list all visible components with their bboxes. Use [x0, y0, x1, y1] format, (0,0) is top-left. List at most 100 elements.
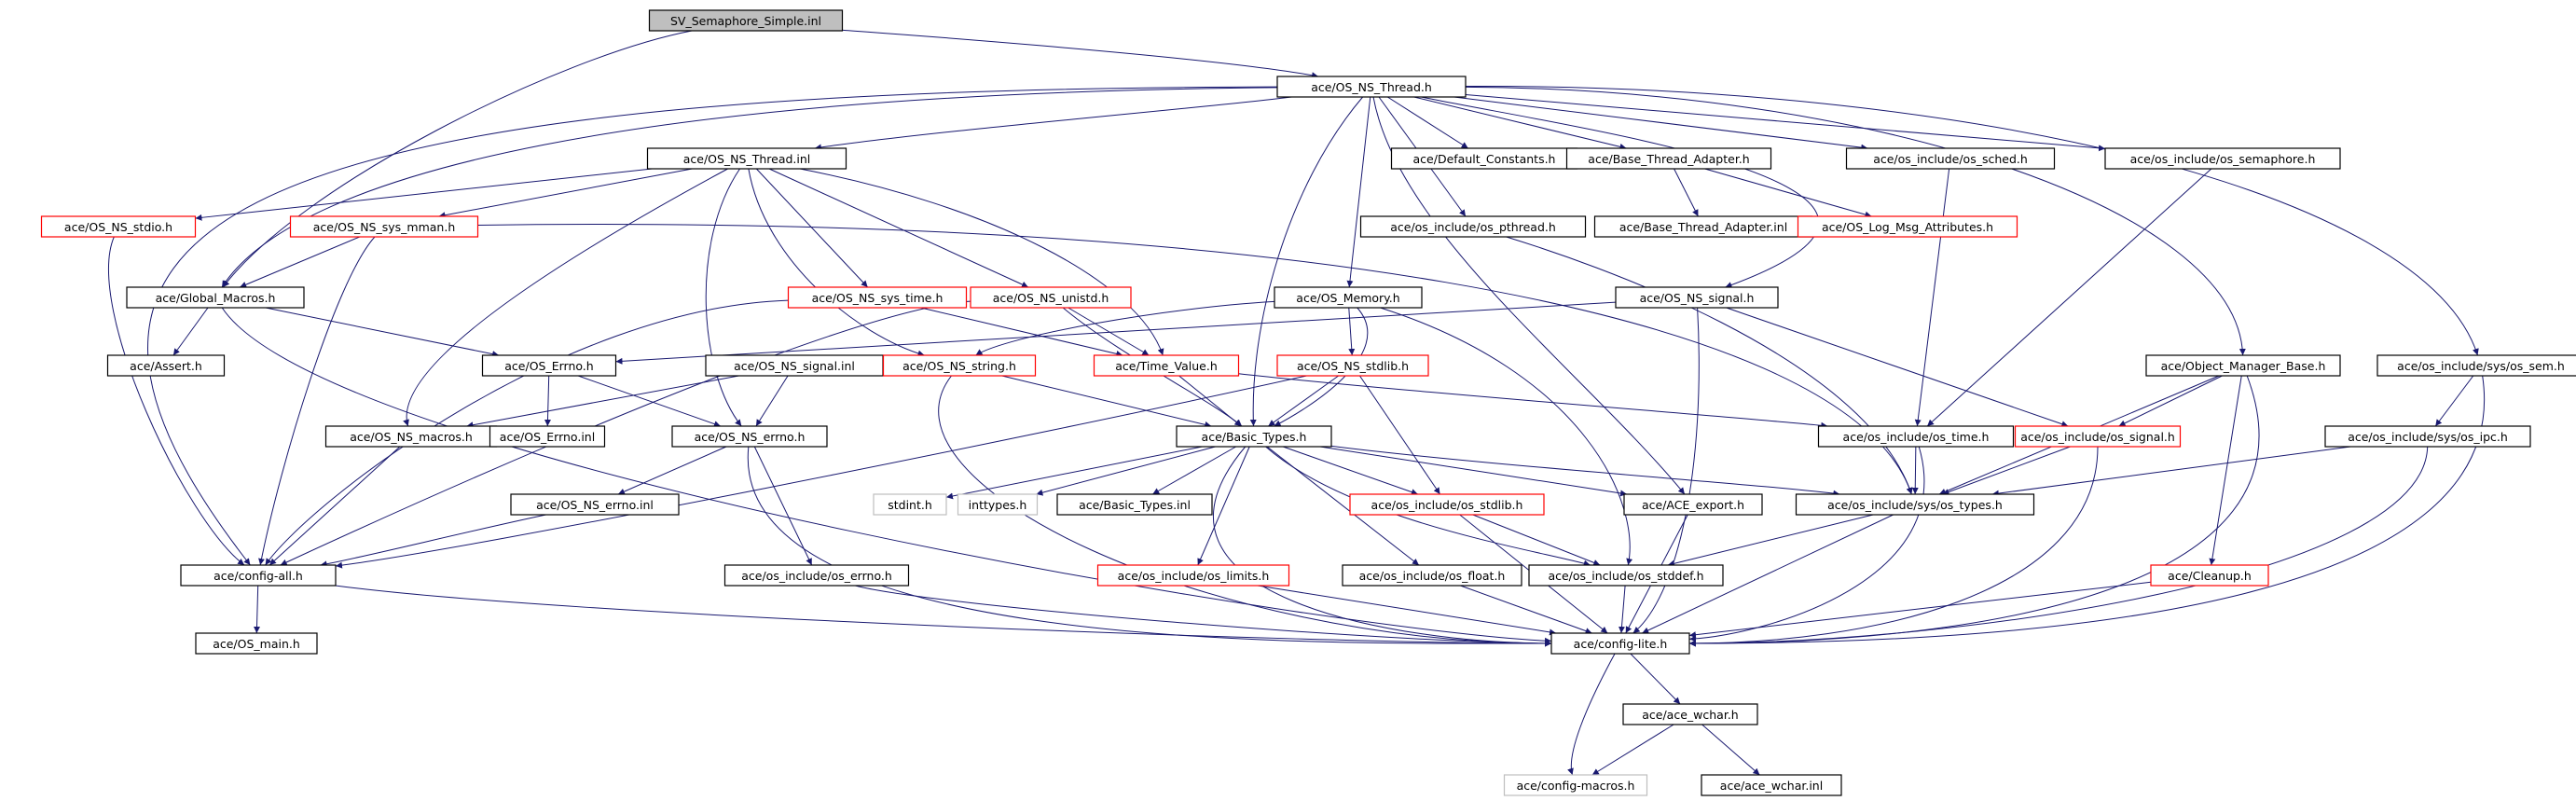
node-default_constants[interactable]: ace/Default_Constants.h [1390, 147, 1578, 170]
edge-time_value-to-basic_types_h [1178, 375, 1242, 427]
node-os_stddef[interactable]: ace/os_include/os_stddef.h [1528, 564, 1724, 587]
node-time_value[interactable]: ace/Time_Value.h [1093, 354, 1240, 377]
node-basic_types_inl[interactable]: ace/Basic_Types.inl [1056, 493, 1213, 516]
edge-thread_inl-to-ns_sys_time [755, 168, 869, 288]
edge-ns_signal_h-to-config_lite [1632, 307, 1700, 634]
node-sys_os_ipc[interactable]: ace/os_include/sys/os_ipc.h [2324, 425, 2531, 448]
edge-ns_sys_mman-to-global_macros [240, 236, 360, 288]
edge-os_memory-to-ns_stdlib [1348, 307, 1356, 356]
node-ace_export[interactable]: ace/ACE_export.h [1623, 493, 1763, 516]
node-os_time[interactable]: ace/os_include/os_time.h [1817, 425, 2015, 448]
node-log_msg_attributes[interactable]: ace/OS_Log_Msg_Attributes.h [1797, 215, 2018, 238]
node-ns_sys_time[interactable]: ace/OS_NS_sys_time.h [787, 286, 968, 309]
node-box-time_value [1093, 354, 1240, 377]
node-base_thread_adapter[interactable]: ace/Base_Thread_Adapter.h [1565, 147, 1772, 170]
node-label-sys_os_ipc: ace/os_include/sys/os_ipc.h [2348, 430, 2508, 444]
node-config_all[interactable]: ace/config-all.h [180, 564, 337, 587]
node-ns_stdio[interactable]: ace/OS_NS_stdio.h [40, 215, 197, 238]
node-label-thread_inl: ace/OS_NS_Thread.inl [683, 152, 811, 166]
node-label-sys_os_sem: ace/os_include/sys/os_sem.h [2397, 359, 2565, 373]
edge-thread_h-to-thread_inl [814, 96, 1292, 151]
edge-ns_macros-to-config_all [269, 446, 401, 566]
edge-ns_sys_time-to-time_value [920, 307, 1123, 357]
node-box-ns_sys_time [787, 286, 968, 309]
node-label-ns_sys_mman: ace/OS_NS_sys_mman.h [313, 220, 456, 234]
node-config_lite[interactable]: ace/config-lite.h [1550, 632, 1690, 655]
node-box-sys_os_sem [2376, 354, 2576, 377]
node-label-os_memory: ace/OS_Memory.h [1296, 291, 1399, 305]
node-sys_os_types[interactable]: ace/os_include/sys/os_types.h [1795, 493, 2035, 516]
node-label-cleanup: ace/Cleanup.h [2168, 569, 2252, 583]
node-os_signal[interactable]: ace/os_include/os_signal.h [2014, 425, 2182, 448]
node-box-os_memory [1274, 286, 1423, 309]
node-label-os_pthread: ace/os_include/os_pthread.h [1390, 220, 1556, 234]
node-ns_errno_inl[interactable]: ace/OS_NS_errno.inl [510, 493, 680, 516]
node-ns_signal_h[interactable]: ace/OS_NS_signal.h [1615, 286, 1779, 309]
node-box-ns_errno_inl [510, 493, 680, 516]
edge-os_semaphore-to-os_time [1926, 168, 2212, 427]
node-assert_h[interactable]: ace/Assert.h [106, 354, 226, 377]
node-ns_string[interactable]: ace/OS_NS_string.h [882, 354, 1037, 377]
node-os_main[interactable]: ace/OS_main.h [195, 632, 318, 655]
node-ns_unistd[interactable]: ace/OS_NS_unistd.h [970, 286, 1132, 309]
node-ns_signal_inl[interactable]: ace/OS_NS_signal.inl [705, 354, 884, 377]
edge-thread_h-to-ns_signal_h [1421, 96, 1820, 288]
edge-time_value-to-os_time [1238, 373, 1828, 429]
node-thread_inl[interactable]: ace/OS_NS_Thread.inl [646, 147, 847, 170]
edge-os_float-to-config_lite [1460, 585, 1592, 634]
node-box-basic_types_inl [1056, 493, 1213, 516]
node-config_macros: ace/config-macros.h [1503, 774, 1648, 796]
node-os_errno_inl[interactable]: ace/OS_Errno.inl [489, 425, 606, 448]
node-ns_errno_h[interactable]: ace/OS_NS_errno.h [671, 425, 828, 448]
node-label-global_macros: ace/Global_Macros.h [156, 291, 276, 305]
node-ns_sys_mman[interactable]: ace/OS_NS_sys_mman.h [289, 215, 479, 238]
node-label-ns_macros: ace/OS_NS_macros.h [350, 430, 473, 444]
edge-os_time-to-sys_os_types [1911, 446, 1919, 495]
edge-sys_os_ipc-to-config_lite [1688, 446, 2429, 647]
node-sys_os_sem[interactable]: ace/os_include/sys/os_sem.h [2376, 354, 2576, 377]
edge-basic_types_h-to-os_stddef [1265, 446, 1591, 567]
edge-config_all-to-os_main [253, 585, 260, 634]
node-base_thread_adapter_inl[interactable]: ace/Base_Thread_Adapter.inl [1593, 215, 1813, 238]
node-os_pthread[interactable]: ace/os_include/os_pthread.h [1359, 215, 1587, 238]
node-label-assert_h: ace/Assert.h [130, 359, 202, 373]
node-root[interactable]: SV_Semaphore_Simple.inl [648, 9, 844, 32]
node-thread_h[interactable]: ace/OS_NS_Thread.h [1276, 76, 1467, 98]
edge-basic_types_h-to-stdint [945, 446, 1203, 500]
edge-ns_stdio-to-config_all [108, 236, 245, 566]
node-label-inttypes: inttypes.h [969, 498, 1027, 512]
node-os_errno_h[interactable]: ace/OS_Errno.h [481, 354, 617, 377]
node-global_macros[interactable]: ace/Global_Macros.h [126, 286, 305, 309]
edge-config_all-to-config_lite [335, 585, 1552, 647]
node-basic_types_h[interactable]: ace/Basic_Types.h [1176, 425, 1332, 448]
node-ace_wchar_inl[interactable]: ace/ace_wchar.inl [1701, 774, 1842, 796]
node-box-os_limits [1096, 564, 1290, 587]
node-os_memory[interactable]: ace/OS_Memory.h [1274, 286, 1423, 309]
node-ns_stdlib[interactable]: ace/OS_NS_stdlib.h [1276, 354, 1429, 377]
edge-thread_inl-to-ns_sys_mman [438, 168, 693, 219]
edge-os_errno_h-to-ns_errno_h [577, 375, 722, 427]
node-ns_macros[interactable]: ace/OS_NS_macros.h [324, 425, 498, 448]
node-box-config_macros [1503, 774, 1648, 796]
edge-ns_sys_mman-to-sys_os_types [477, 224, 1913, 495]
node-label-config_macros: ace/config-macros.h [1517, 779, 1635, 793]
node-os_limits[interactable]: ace/os_include/os_limits.h [1096, 564, 1290, 587]
edge-ns_signal_h-to-os_signal [1726, 307, 2069, 428]
node-label-os_stddef: ace/os_include/os_stddef.h [1548, 569, 1703, 583]
node-box-ace_export [1623, 493, 1763, 516]
node-os_errno_incl[interactable]: ace/os_include/os_errno.h [723, 564, 910, 587]
edge-sys_os_types-to-config_lite [1642, 514, 1894, 634]
edge-os_sched-to-os_time [1914, 168, 1950, 427]
node-ace_wchar_h[interactable]: ace/ace_wchar.h [1622, 703, 1758, 725]
node-os_stdlib[interactable]: ace/os_include/os_stdlib.h [1349, 493, 1545, 516]
node-cleanup[interactable]: ace/Cleanup.h [2150, 564, 2269, 587]
node-os_semaphore[interactable]: ace/os_include/os_semaphore.h [2104, 147, 2341, 170]
edge-sys_os_sem-to-config_lite [1688, 375, 2486, 647]
node-os_float[interactable]: ace/os_include/os_float.h [1342, 564, 1522, 587]
node-label-ns_stdlib: ace/OS_NS_stdlib.h [1297, 359, 1409, 373]
node-object_manager_base[interactable]: ace/Object_Manager_Base.h [2145, 354, 2341, 377]
edge-basic_types_h-to-os_stdlib [1283, 446, 1418, 495]
node-os_sched[interactable]: ace/os_include/os_sched.h [1845, 147, 2056, 170]
edge-os_time-to-config_lite [1688, 446, 1925, 642]
